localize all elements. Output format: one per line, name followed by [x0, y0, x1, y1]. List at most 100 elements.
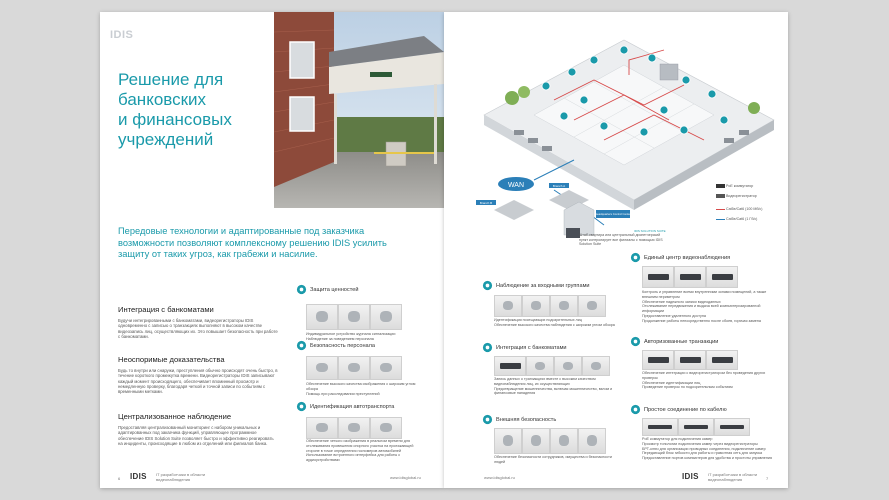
- dome-camera-image: [306, 304, 338, 330]
- bullet-item: БРТ-ключ для организации проводных соеди…: [642, 446, 766, 451]
- bullet-item: Обеспечение четкого изображения в реальн…: [306, 439, 414, 453]
- camera-image: [554, 356, 582, 376]
- legend-item: Видеорегистратор: [716, 194, 784, 207]
- bullet-item: Предоставление портов компьютеров для уд…: [642, 456, 772, 461]
- category-bullets: Обеспечение четкого изображения в реальн…: [306, 439, 424, 463]
- location-pin-icon: [482, 414, 493, 425]
- iss-note: Штаб-квартира или центральный диспетчерс…: [579, 233, 663, 246]
- bullet-item: Наблюдение за поведением персонала: [306, 336, 374, 341]
- bullet-item: Проведение проверок по подозрительным со…: [642, 385, 733, 390]
- category-heading: Наблюдение за входными группами: [496, 283, 590, 289]
- bullet-item: Предотвращение мошенничества, включая мо…: [494, 386, 613, 396]
- legend-label: Видеорегистратор: [726, 194, 757, 198]
- title-line: учреждений: [118, 130, 214, 149]
- category-heading: Простое соединение по кабелю: [644, 407, 727, 413]
- camera-image: [582, 356, 610, 376]
- bank-network-diagram: WAN Branch A Branch B Headquarters Contr…: [476, 39, 775, 238]
- location-pin-icon: [482, 342, 493, 353]
- recorder-image: [674, 350, 706, 370]
- wan-label: WAN: [508, 182, 524, 189]
- footer-logo: IDIS: [130, 472, 147, 481]
- branch-a-label: Branch A: [553, 184, 565, 188]
- footer-tagline: IT разработчики в области видеонаблюдени…: [156, 472, 206, 482]
- location-pin-icon: [630, 252, 641, 263]
- title-line: Решение для: [118, 70, 224, 89]
- branch-b-label: Branch B: [480, 201, 492, 205]
- bullet-item: Индивидуальное устройство журнала сигнал…: [306, 332, 396, 336]
- right-page: WAN Branch A Branch B Headquarters Contr…: [444, 12, 788, 488]
- footer-tagline: IT разработчики в области видеонаблюдени…: [708, 472, 758, 482]
- legend-label: PoE коммутатор: [726, 184, 754, 188]
- dome-camera-image: [306, 356, 338, 380]
- legend-label: Cat5e/Cat6 (1 Гб/с): [726, 217, 758, 221]
- camera-image: [522, 428, 550, 454]
- section-atm: Интеграция с банкоматами Будучи интегрир…: [118, 305, 278, 339]
- switch-icon: [716, 184, 725, 189]
- category-bullets: Запись данных о транзакциях вместе с выс…: [494, 377, 624, 396]
- bullet-item: PoE коммутатор для подключения камер: [642, 437, 713, 441]
- bullet-item: Обеспечение интеграции с видеорегистрато…: [642, 371, 766, 380]
- category-heading: Единый центр видеонаблюдения: [644, 255, 731, 261]
- category-bullets: Контроль и управление всеми внутренними …: [642, 290, 780, 324]
- camera-image: [578, 428, 606, 454]
- bullet-item: Просмотр топологии подключения камер чер…: [642, 441, 758, 446]
- idis-logo: IDIS: [110, 29, 134, 41]
- bullet-item: Обеспечение идентификации лиц: [642, 380, 701, 385]
- category-heading: Безопасность персонала: [310, 343, 376, 349]
- bullet-item: Продолжение работы непосредственно после…: [642, 318, 761, 323]
- category-bullets: Обеспечение высокого качества изображени…: [306, 382, 424, 396]
- category-heading: Интеграция с банкоматами: [496, 345, 567, 351]
- location-pin-icon: [296, 401, 307, 412]
- section-body: Будучи интегрированными с банкоматами, в…: [118, 318, 278, 339]
- bullet-item: Обеспечение высокого качества наблюдения…: [494, 322, 615, 327]
- section-central: Централизованное наблюдение Предоставляя…: [118, 412, 278, 446]
- bullet-item: Обеспечение надежного записи видеоданных: [642, 299, 721, 304]
- category-bullets: Индивидуальное устройство журнала сигнал…: [306, 332, 424, 342]
- footer-url: www.idisglobal.ru: [390, 475, 421, 480]
- bullet-item: Отслеживание передвижения и выдача всей …: [642, 304, 761, 314]
- section-evidence: Неоспоримые доказательства Будь то внутр…: [118, 355, 278, 394]
- category-heading: Внешняя безопасность: [496, 417, 557, 423]
- page-title: Решение для банковских и финансовых учре…: [118, 70, 268, 150]
- location-pin-icon: [630, 336, 641, 347]
- category-heading: Защита ценностей: [310, 287, 359, 293]
- bank-building-photo: [274, 12, 444, 208]
- dome-camera-image: [370, 356, 402, 380]
- bullet-item: Обеспечение высокого качества изображени…: [306, 382, 416, 391]
- bullet-item: Предоставление удаленного доступа: [642, 313, 706, 318]
- camera-image: [306, 417, 338, 439]
- bullet-item: Запись данных о транзакциях вместе с выс…: [494, 377, 596, 386]
- category-bullets: PoE коммутатор для подключения камер Про…: [642, 437, 780, 461]
- category-heading: Авторизованные транзакции: [644, 339, 719, 345]
- footer-logo: IDIS: [682, 472, 699, 481]
- legend-item: Cat5e/Cat6 (1 Гб/с): [716, 217, 784, 227]
- location-pin-icon: [630, 404, 641, 415]
- bullet-item: Помощь при расследовании преступлений: [306, 391, 380, 396]
- category-bullets: Обеспечение интеграции с видеорегистрато…: [642, 371, 780, 390]
- category-bullets: Обеспечение безопасности сотрудников, им…: [494, 455, 624, 465]
- section-body: Предоставляя централизованный мониторинг…: [118, 425, 274, 446]
- hq-label: Headquarters Control Center: [595, 212, 631, 216]
- title-line: и финансовых: [118, 110, 232, 129]
- location-pin-icon: [482, 280, 493, 291]
- camera-image: [370, 417, 402, 439]
- camera-image: [578, 295, 606, 317]
- dome-camera-image: [338, 304, 370, 330]
- bullet-item: Использование встроенного интерфейса для…: [306, 453, 401, 463]
- footer-url: www.idisglobal.ru: [484, 475, 515, 480]
- camera-image: [522, 295, 550, 317]
- legend-label: Cat5e/Cat6 (100 Мб/с): [726, 207, 763, 211]
- section-heading: Централизованное наблюдение: [118, 412, 232, 421]
- section-heading: Интеграция с банкоматами: [118, 305, 214, 314]
- bullet-camera-image: [370, 304, 402, 330]
- poe-switch-image: [714, 418, 750, 436]
- recorder-image: [494, 356, 526, 376]
- category-bullets: Идентификация посещающих подозрительных …: [494, 318, 624, 328]
- camera-image: [550, 428, 578, 454]
- iss-label: IDIS SOLUTION SUITE: [634, 229, 666, 233]
- poe-switch-image: [642, 418, 678, 436]
- location-pin-icon: [296, 284, 307, 295]
- camera-image: [494, 428, 522, 454]
- page-number: 7: [766, 476, 769, 481]
- recorder-image: [674, 266, 706, 288]
